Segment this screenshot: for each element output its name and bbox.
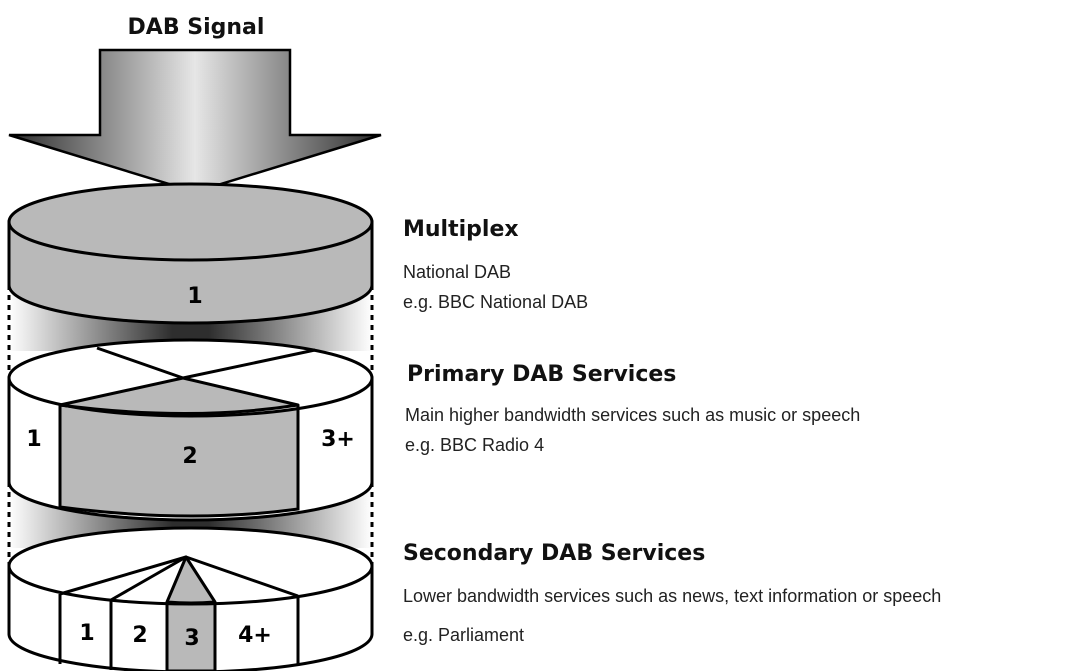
signal-label: DAB Signal [128, 15, 265, 40]
primary-line1: Main higher bandwidth services such as m… [405, 405, 860, 425]
secondary-divider-1 [59, 555, 187, 596]
primary-description: Primary DAB Services Main higher bandwid… [405, 362, 860, 455]
primary-segment-3plus: 3+ [321, 427, 355, 452]
primary-segment-2-front [58, 403, 300, 518]
primary-divider-right [182, 348, 316, 380]
secondary-line2: e.g. Parliament [403, 625, 524, 645]
secondary-segment-1: 1 [79, 621, 94, 646]
primary-heading: Primary DAB Services [407, 362, 676, 387]
primary-segment-2-top [58, 376, 300, 415]
signal-arrow-icon [8, 48, 382, 194]
secondary-description: Secondary DAB Services Lower bandwidth s… [403, 541, 941, 645]
secondary-segment-3-top [165, 555, 217, 605]
secondary-line1: Lower bandwidth services such as news, t… [403, 586, 941, 606]
multiplex-description: Multiplex National DAB e.g. BBC National… [403, 217, 588, 312]
primary-segment-2: 2 [182, 444, 197, 469]
secondary-segment-2: 2 [132, 623, 147, 648]
secondary-divider-3 [185, 555, 299, 598]
primary-cylinder: 1 2 3+ [7, 338, 374, 522]
secondary-divider-2 [110, 555, 187, 602]
primary-line2: e.g. BBC Radio 4 [405, 435, 544, 455]
multiplex-line1: National DAB [403, 262, 511, 282]
primary-divider-left [96, 346, 184, 380]
multiplex-segment-1: 1 [187, 284, 202, 309]
secondary-segment-3: 3 [184, 626, 199, 651]
secondary-heading: Secondary DAB Services [403, 541, 705, 566]
primary-segment-1: 1 [26, 427, 41, 452]
multiplex-line2: e.g. BBC National DAB [403, 292, 588, 312]
secondary-segment-4plus: 4+ [238, 623, 272, 648]
multiplex-cylinder-top [7, 182, 374, 262]
multiplex-heading: Multiplex [403, 217, 519, 242]
multiplex-cylinder: 1 [7, 182, 374, 325]
secondary-cylinder: 1 2 3 4+ [7, 526, 374, 671]
